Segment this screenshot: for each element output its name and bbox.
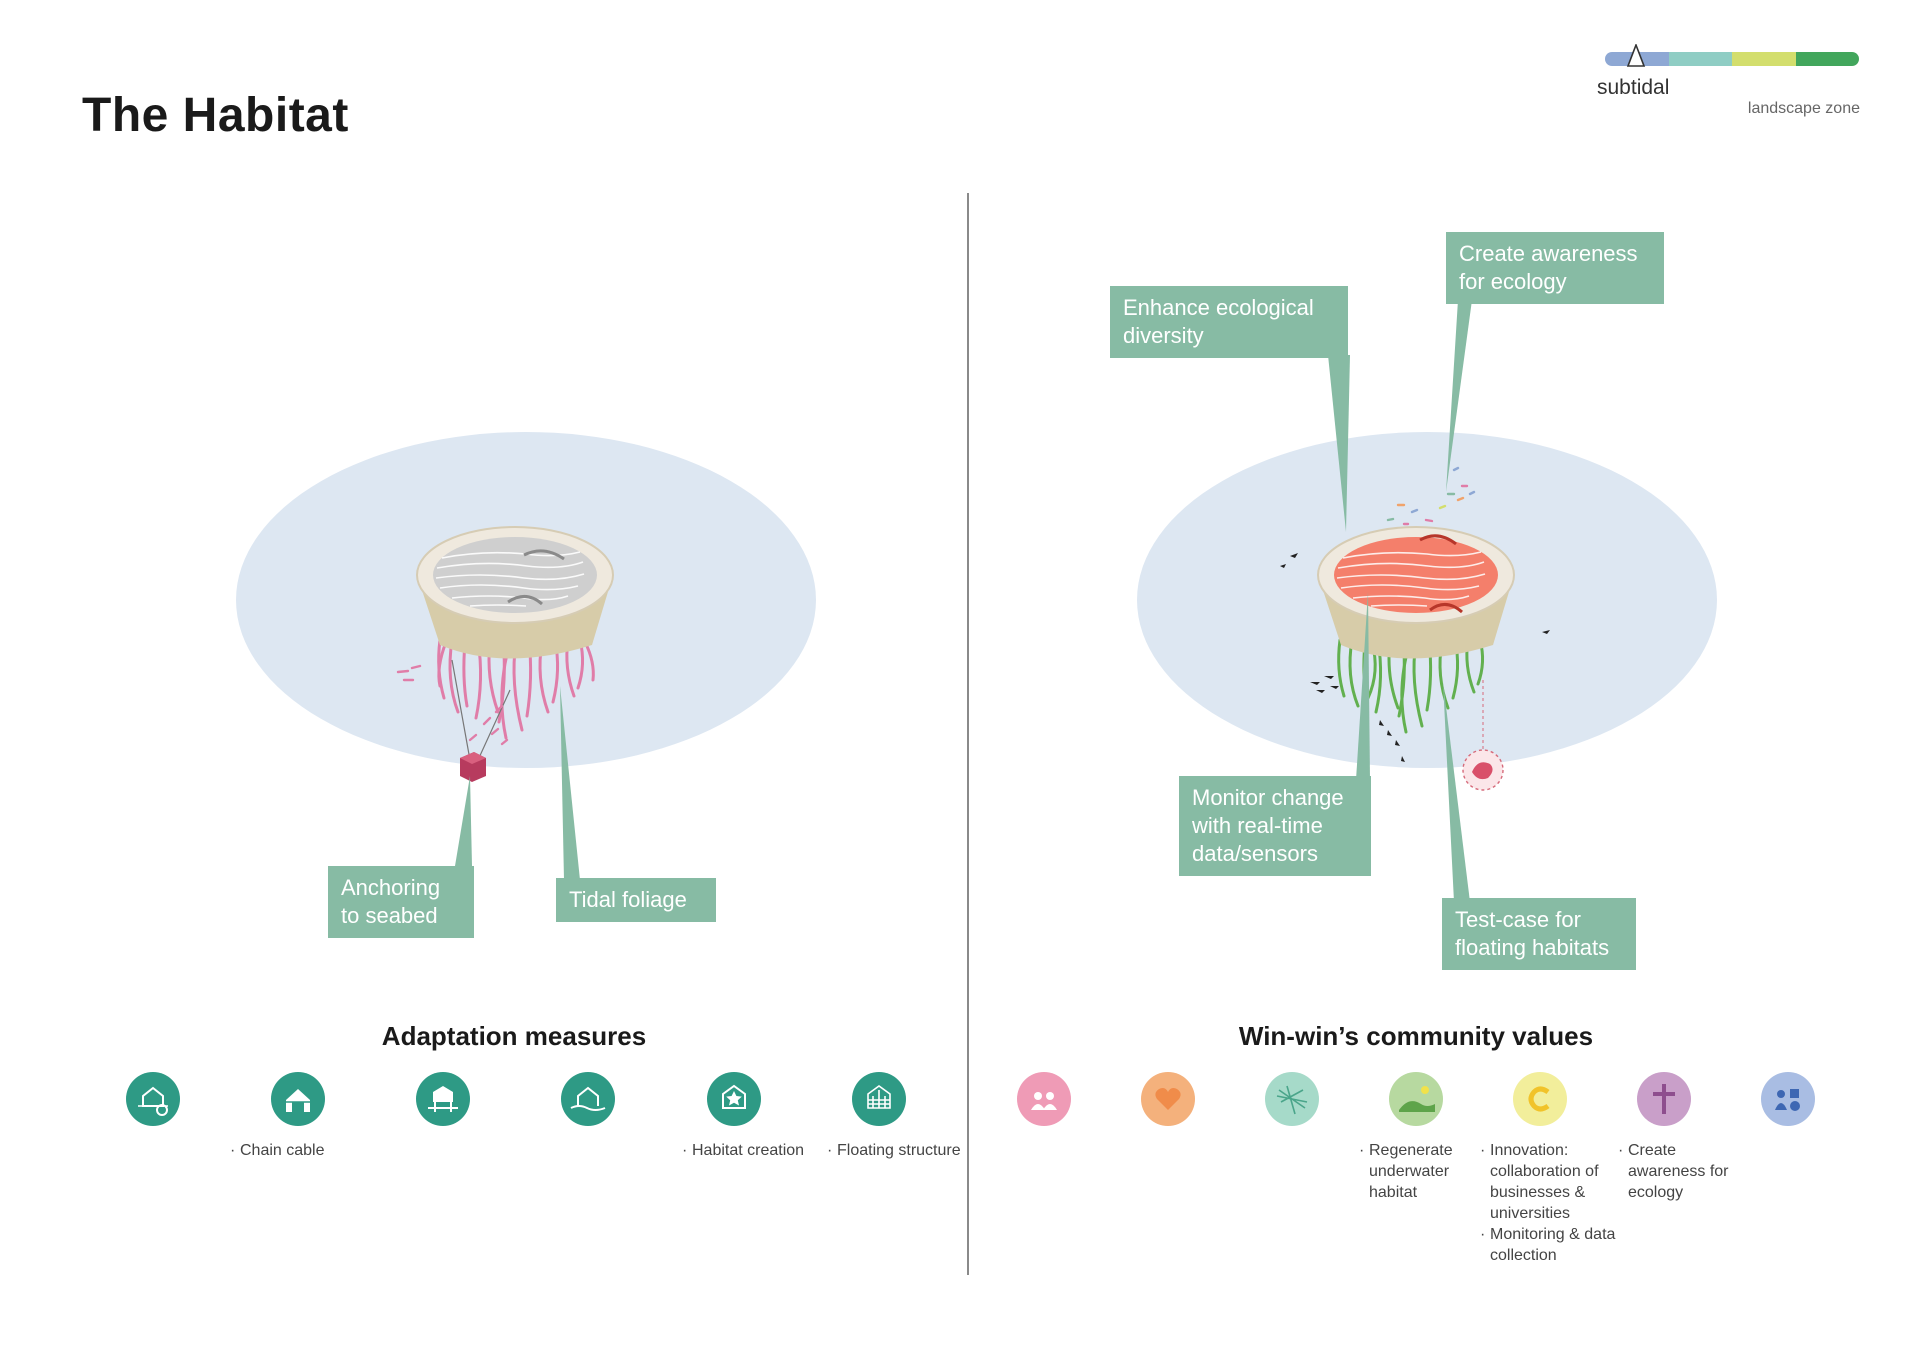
community-icon (1017, 1072, 1071, 1126)
callout-create-awareness: Create awareness for ecology (1446, 232, 1664, 304)
floating-grid-caption: ·Floating structure (827, 1142, 961, 1159)
zone-caption: landscape zone (1747, 100, 1860, 117)
house-gear-icon (126, 1072, 180, 1126)
habitat-star-caption: ·Habitat creation (682, 1142, 805, 1159)
zone-segment-supratidal (1732, 52, 1796, 66)
anchor-block (460, 752, 486, 782)
chain-cable-caption: ·Chain cable (230, 1142, 325, 1159)
callout-tidal-foliage: Tidal foliage (556, 878, 716, 922)
habitat-star-icon (707, 1072, 761, 1126)
innovation-c-icon (1513, 1072, 1567, 1126)
callout-test-case: Test-case for floating habitats (1442, 898, 1636, 970)
community-values-title: Win-win’s community values (1238, 1021, 1594, 1051)
stilt-house-icon (416, 1072, 470, 1126)
landmark-cross-icon (1637, 1072, 1691, 1126)
chain-cable-icon (271, 1072, 325, 1126)
habitat-illustration-ecology (1137, 300, 1717, 902)
people-shapes-icon (1761, 1072, 1815, 1126)
map-grid-icon (1265, 1072, 1319, 1126)
zone-segment-intertidal (1668, 52, 1732, 66)
landmark-cross-caption: ·Create awareness for ecology (1618, 1142, 1729, 1201)
page-title: The Habitat (82, 89, 349, 142)
tide-house-icon (561, 1072, 615, 1126)
zone-segment-land (1795, 52, 1859, 66)
landscape-sun-caption: ·Regenerate underwater habitat (1359, 1142, 1453, 1201)
zone-marker-icon (1626, 44, 1646, 67)
callout-enhance-diversity: Enhance ecological diversity (1110, 286, 1348, 358)
adaptation-measures-title: Adaptation measures (381, 1021, 647, 1051)
callout-anchoring: Anchoring to seabed (328, 866, 474, 938)
floating-grid-icon (852, 1072, 906, 1126)
callout-monitor-change: Monitor change with real-time data/senso… (1179, 776, 1371, 876)
zone-selected-label: subtidal (1597, 76, 1670, 99)
heart-icon (1141, 1072, 1195, 1126)
landscape-sun-icon (1389, 1072, 1443, 1126)
panel-divider (967, 193, 969, 1275)
innovation-c-caption: ·Innovation: collaboration of businesses… (1480, 1142, 1616, 1264)
habitat-illustration-plain (236, 432, 816, 880)
